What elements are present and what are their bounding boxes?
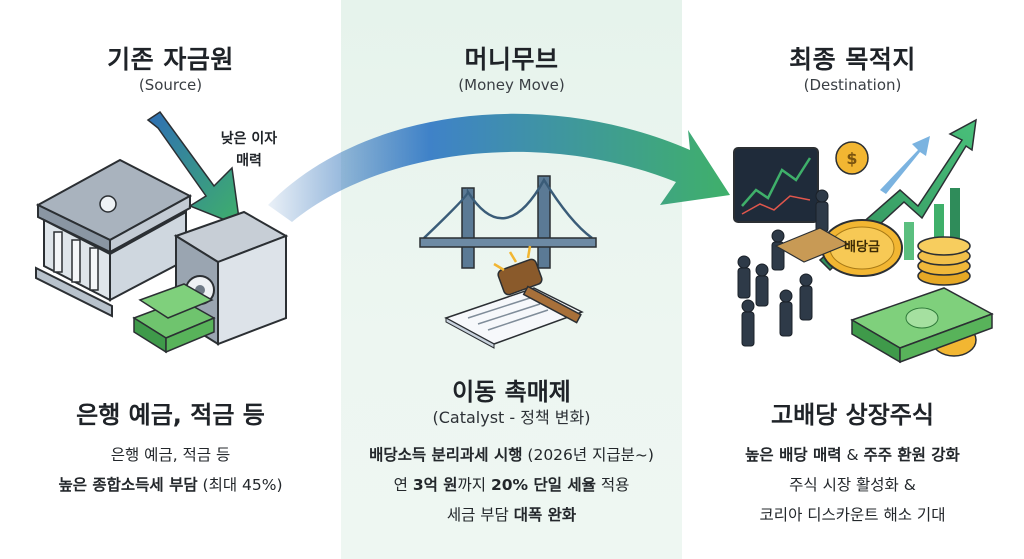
source-description: 은행 예금, 적금 등 높은 종합소득세 부담 (최대 45%) — [0, 440, 341, 500]
destination-title: 최종 목적지 — [789, 45, 916, 74]
move-line-3: 세금 부담 대폭 완화 — [341, 500, 682, 530]
destination-line-1: 높은 배당 매력 & 주주 환원 강화 — [682, 440, 1023, 470]
coin-icon: $ — [835, 141, 869, 175]
money-move-column: 머니무브 (Money Move) 이동 촉매제 (Catalyst - 정책 … — [341, 0, 682, 559]
dividend-badge-label: 배당금 — [844, 240, 880, 255]
destination-line-2: 주식 시장 활성화 & — [789, 476, 916, 494]
move-line-2-d: 20% 단일 세율 — [490, 476, 596, 494]
source-line-2-rest: (최대 45%) — [197, 476, 283, 494]
move-line-2-b: 3억 원 — [412, 476, 458, 494]
move-line-2: 연 3억 원까지 20% 단일 세율 적용 — [341, 470, 682, 500]
bridge-icon — [419, 175, 597, 269]
destination-line-1-b: & — [841, 446, 864, 464]
move-line-1-rest: (2026년 지급분~) — [522, 446, 654, 464]
destination-line-3: 코리아 디스카운트 해소 기대 — [759, 506, 946, 524]
source-line-1: 은행 예금, 적금 등 — [110, 446, 231, 464]
source-line-2: 높은 종합소득세 부담 (최대 45%) — [0, 470, 341, 500]
svg-text:$: $ — [846, 149, 857, 168]
arrow-label: 낮은 이자 매력 — [204, 128, 294, 172]
bar-chart-icon — [904, 188, 960, 260]
move-line-3-b: 대폭 완화 — [513, 506, 577, 524]
source-line-2-bold: 높은 종합소득세 부담 — [58, 476, 198, 494]
dividend-badge-icon — [821, 219, 903, 277]
arrow-label-line-2: 매력 — [236, 153, 262, 169]
move-line-1-bold: 배당소득 분리과세 시행 — [369, 446, 523, 464]
bank-icon — [35, 158, 193, 318]
destination-subtitle: (Destination) — [803, 76, 902, 94]
move-line-2-e: 적용 — [595, 476, 630, 494]
move-line-1: 배당소득 분리과세 시행 (2026년 지급분~) — [341, 440, 682, 470]
move-line-3-a: 세금 부담 — [446, 506, 514, 524]
move-description: 배당소득 분리과세 시행 (2026년 지급분~) 연 3억 원까지 20% 단… — [341, 440, 682, 530]
source-heading: 은행 예금, 적금 등 — [76, 401, 265, 429]
destination-line-1-a: 높은 배당 매력 — [745, 446, 842, 464]
source-column: 기존 자금원 (Source) 은행 예금, 적금 등 은행 예금, 적금 등 … — [0, 0, 341, 559]
source-title: 기존 자금원 — [107, 45, 234, 74]
move-line-2-a: 연 — [393, 476, 413, 494]
source-subtitle: (Source) — [138, 76, 203, 94]
stock-screen-icon — [733, 147, 819, 223]
destination-line-1-c: 주주 환원 강화 — [863, 446, 960, 464]
destination-column: 최종 목적지 (Destination) 고배당 상장주식 높은 배당 매력 &… — [682, 0, 1023, 559]
cash-stack-icon — [132, 283, 216, 354]
move-heading: 이동 촉매제 — [452, 378, 571, 406]
move-subtitle: (Money Move) — [458, 76, 565, 94]
arrow-label-line-1: 낮은 이자 — [220, 131, 278, 147]
destination-heading: 고배당 상장주식 — [771, 401, 934, 429]
move-heading-sub: (Catalyst - 정책 변화) — [432, 408, 591, 427]
dollar-bills-icon — [850, 287, 994, 364]
move-title: 머니무브 — [464, 45, 559, 74]
gavel-icon — [493, 245, 582, 324]
people-crowd-icon — [737, 189, 850, 347]
money-flow-arrow — [268, 113, 730, 222]
move-line-2-c: 까지 — [457, 476, 491, 494]
destination-description: 높은 배당 매력 & 주주 환원 강화 주식 시장 활성화 & 코리아 디스카운… — [682, 440, 1023, 530]
